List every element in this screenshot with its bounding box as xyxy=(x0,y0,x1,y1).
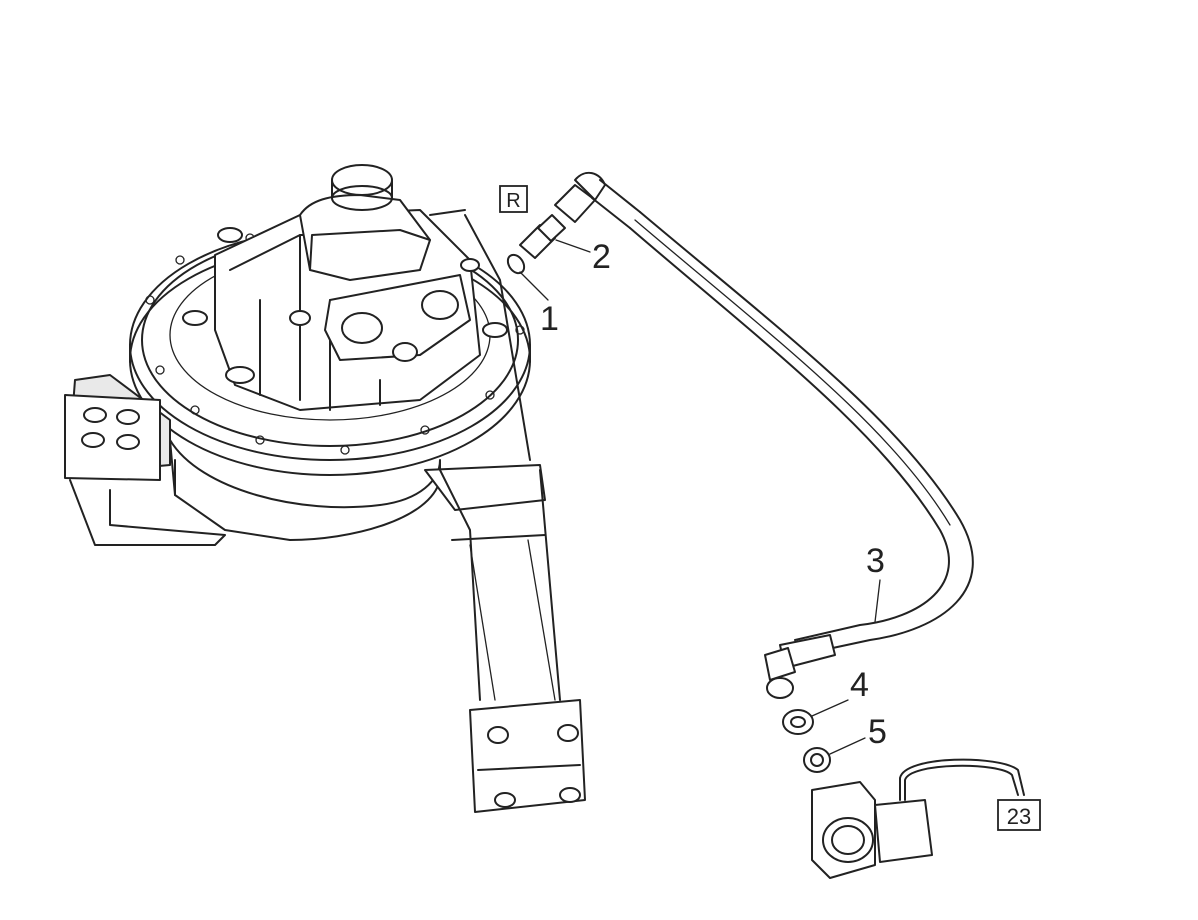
washer-5 xyxy=(803,737,866,773)
seal-ring-1 xyxy=(506,253,549,301)
housing-bolts xyxy=(182,227,508,384)
callout-5: 5 xyxy=(868,713,887,751)
pump-unit xyxy=(811,758,1025,879)
boxed-label-r: R xyxy=(499,185,528,213)
callout-2: 2 xyxy=(592,238,611,276)
valve-block xyxy=(64,374,226,546)
rotary-motor-assembly xyxy=(64,164,586,813)
svg-text:23: 23 xyxy=(1007,804,1031,829)
fitting-4 xyxy=(766,677,849,735)
callout-1: 1 xyxy=(540,300,559,338)
boom-arm xyxy=(424,209,586,813)
callout-4: 4 xyxy=(850,666,869,704)
svg-text:R: R xyxy=(506,190,520,212)
adapter-fitting-2 xyxy=(519,214,591,259)
callout-3: 3 xyxy=(866,542,885,580)
hydraulic-hose-3 xyxy=(554,171,974,681)
boxed-label-23: 23 xyxy=(997,799,1041,831)
flange-bolt-holes xyxy=(145,233,525,455)
